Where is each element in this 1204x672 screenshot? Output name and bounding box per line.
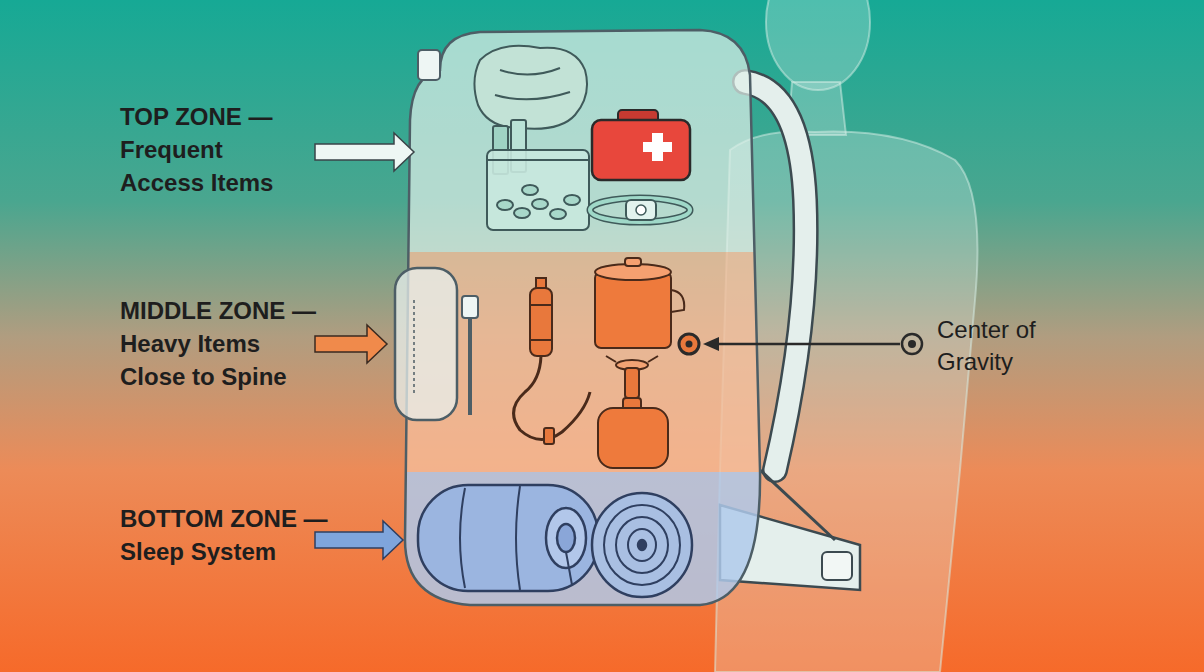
headlamp-lens — [636, 205, 646, 215]
headlamp-light — [626, 200, 656, 220]
water-filter — [530, 288, 552, 356]
zone-bands — [395, 20, 775, 612]
backpack-outline — [405, 30, 760, 605]
zone-label: TOP ZONE — Frequent Access Items — [120, 100, 300, 199]
nut — [550, 209, 566, 219]
gravity-leader — [716, 343, 900, 346]
sleeping-pad — [592, 493, 692, 597]
bottom-zone-arrow — [315, 521, 403, 559]
top-tab — [418, 50, 440, 80]
gravity-label: Center of Gravity — [937, 314, 1087, 378]
first-aid-kit — [592, 110, 690, 180]
top-zone-items — [474, 46, 589, 230]
headlamp-band — [590, 198, 690, 222]
gravity-arrowhead — [703, 337, 719, 351]
pad-roll — [616, 517, 668, 573]
gravity-marker-core — [908, 340, 916, 348]
bag-baffles — [460, 486, 520, 590]
side-pocket — [395, 268, 457, 420]
stove-body — [625, 368, 639, 398]
zones — [395, 20, 775, 612]
drawstring-cord — [566, 552, 572, 585]
nut — [522, 185, 538, 195]
cook-pot — [595, 272, 671, 348]
nut — [564, 195, 580, 205]
zone-label: MIDDLE ZONE — Heavy Items Close to Spine — [120, 294, 327, 393]
bag-end — [546, 508, 586, 568]
bag-seal — [487, 159, 589, 161]
gravity-point-core — [686, 341, 693, 348]
clothing-bundle — [474, 46, 587, 129]
headlamp-band — [590, 198, 690, 222]
filter-ring — [530, 304, 552, 306]
top-zone-band — [395, 20, 775, 252]
head — [766, 0, 870, 90]
nut — [532, 199, 548, 209]
pad-core — [638, 540, 646, 550]
zone-label: BOTTOM ZONE — Sleep System — [120, 502, 342, 568]
top-zone-arrow — [315, 133, 414, 171]
hip-pocket — [822, 552, 852, 580]
stove-arms — [606, 356, 658, 362]
kit-case — [592, 120, 690, 180]
hose-fitting — [544, 428, 554, 444]
snack-bag — [487, 150, 589, 230]
gravity-point — [679, 334, 699, 354]
gas-canister — [598, 408, 668, 468]
load-strap — [760, 470, 835, 540]
strap-buckle — [462, 296, 478, 318]
filter-ring — [530, 339, 552, 341]
clothing-folds — [495, 68, 570, 99]
pocket-zipper — [413, 300, 415, 395]
headlamp — [590, 198, 690, 222]
middle-zone-arrow — [315, 325, 387, 363]
pot-handle — [671, 290, 684, 312]
bottom-zone-band — [395, 472, 775, 612]
gravity-marker — [902, 334, 922, 354]
sleeping-bag — [418, 485, 598, 591]
bag-drawstring — [557, 524, 575, 552]
middle-zone-band — [395, 252, 775, 472]
lid-knob — [625, 258, 641, 266]
pad-roll — [628, 529, 656, 561]
bottom-zone-items — [418, 485, 692, 597]
kit-cross — [643, 142, 672, 152]
nut — [497, 200, 513, 210]
middle-zone-items — [514, 258, 685, 468]
nut — [514, 208, 530, 218]
pad-roll — [604, 505, 680, 585]
